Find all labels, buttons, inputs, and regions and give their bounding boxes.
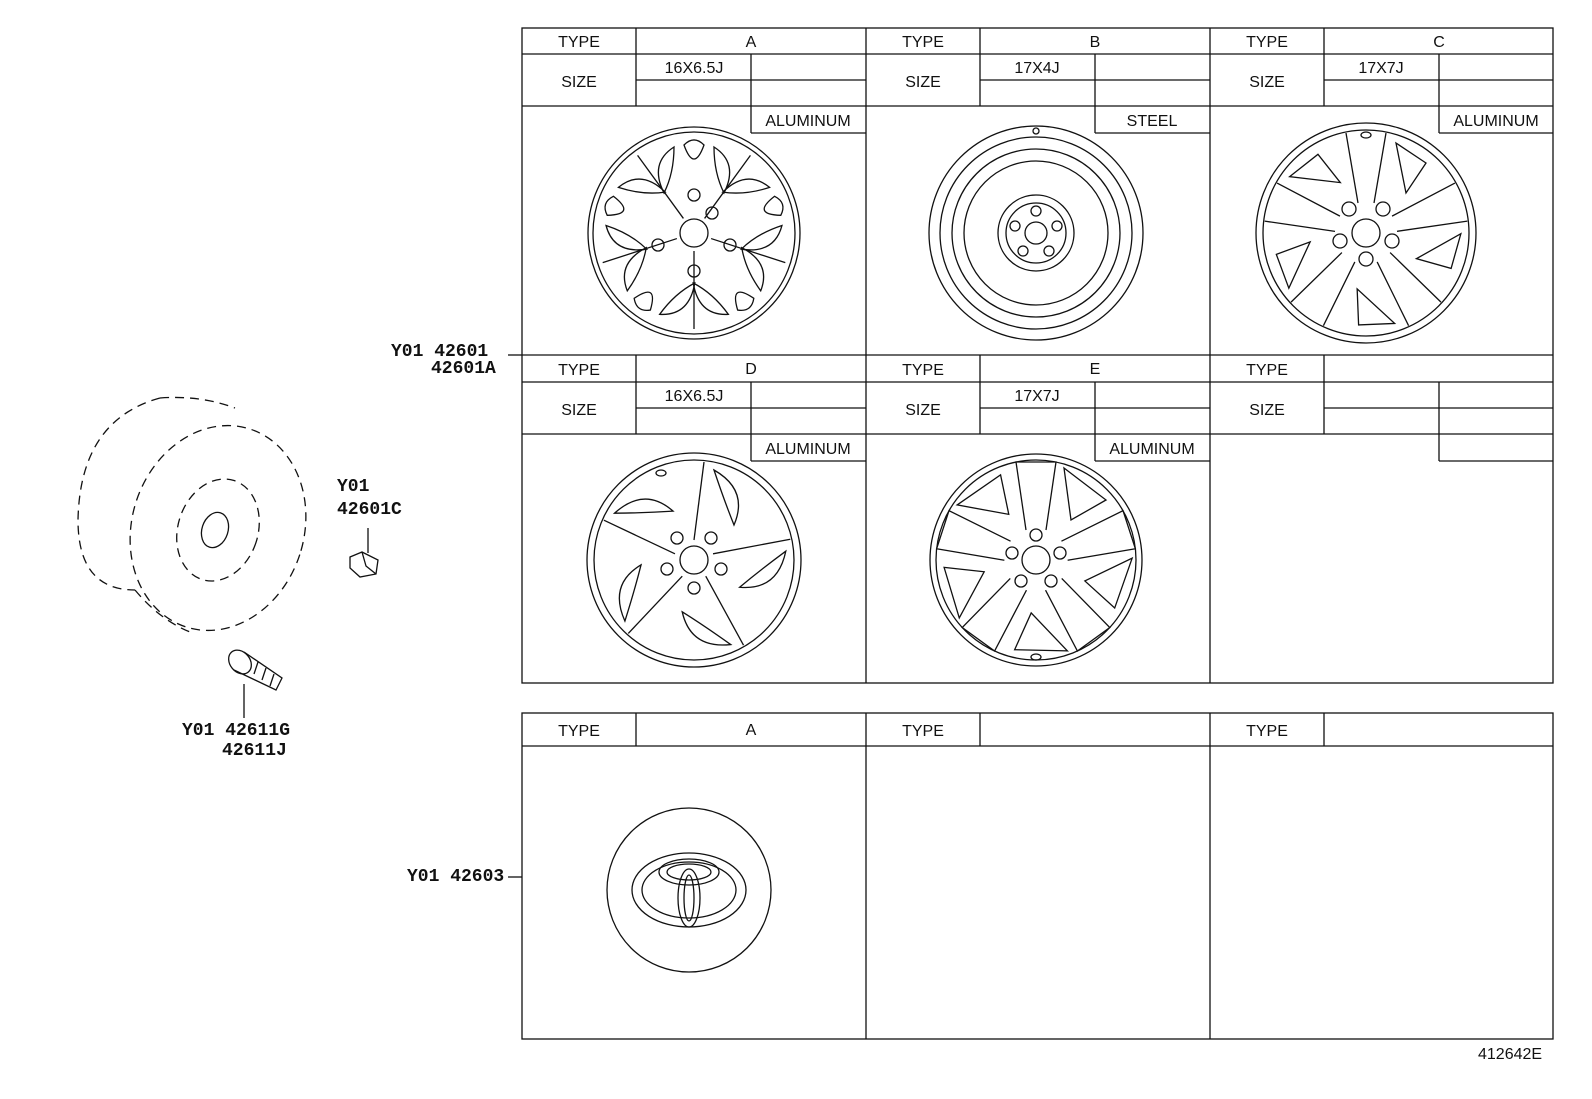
cap-c-type-label: TYPE — [1246, 723, 1288, 740]
wheel-table — [521, 27, 1554, 684]
wheel-e-type-label: TYPE — [902, 362, 944, 379]
wheel-b-drawing — [928, 125, 1144, 341]
cap-a-type-value: A — [746, 722, 757, 739]
wheel-a-drawing — [587, 126, 801, 340]
generic-wheel-hub — [200, 511, 230, 549]
wheel-part-number[interactable]: Y01 42601 — [391, 342, 489, 362]
wheel-b-material: STEEL — [1127, 113, 1178, 130]
valve-part-number[interactable]: Y01 42611G — [182, 721, 291, 741]
wheel-e-type-value: E — [1090, 361, 1101, 378]
wheel-c-size-label: SIZE — [1249, 74, 1285, 91]
wheel-c-material: ALUMINUM — [1453, 113, 1538, 130]
wheel-d-size-value: 16X6.5J — [665, 388, 724, 405]
wheel-c-size-value: 17X7J — [1358, 60, 1403, 77]
wheel-a-material: ALUMINUM — [765, 113, 850, 130]
wheel-a-type-value: A — [746, 34, 757, 51]
cap-table — [521, 712, 1554, 1040]
wheel-a-type-label: TYPE — [558, 34, 600, 51]
wheel-c-type-label: TYPE — [1246, 34, 1288, 51]
wheel-c-drawing — [1255, 122, 1477, 344]
wheel-e-material: ALUMINUM — [1109, 441, 1194, 458]
valve-stem-drawing — [228, 649, 283, 718]
wheel-e-size-value: 17X7J — [1014, 388, 1059, 405]
cap-b-type-label: TYPE — [902, 723, 944, 740]
balance-weight-part-prefix: Y01 — [337, 477, 370, 497]
wheel-b-size-label: SIZE — [905, 74, 941, 91]
wheel-b-size-value: 17X4J — [1014, 60, 1059, 77]
balance-weight-drawing — [349, 528, 379, 578]
cap-a-type-label: TYPE — [558, 723, 600, 740]
wheel-c-type-value: C — [1433, 34, 1445, 51]
wheel-a-size-value: 16X6.5J — [665, 60, 724, 77]
valve-part-number-alt[interactable]: 42611J — [222, 741, 287, 761]
balance-weight-part-number[interactable]: 42601C — [337, 500, 402, 520]
wheel-d-type-value: D — [745, 361, 757, 378]
center-cap-drawing — [606, 807, 772, 973]
wheel-part-number-alt[interactable]: 42601A — [431, 359, 496, 379]
diagram-id: 412642E — [1478, 1046, 1543, 1063]
wheel-e-size-label: SIZE — [905, 402, 941, 419]
wheel-b-type-value: B — [1090, 34, 1101, 51]
wheel-d-type-label: TYPE — [558, 362, 600, 379]
wheel-d-material: ALUMINUM — [765, 441, 850, 458]
center-cap-part-number[interactable]: Y01 42603 — [407, 867, 505, 887]
wheel-d-size-label: SIZE — [561, 402, 597, 419]
wheel-b-type-label: TYPE — [902, 34, 944, 51]
wheel-e-drawing — [929, 453, 1143, 667]
wheel-f-type-label: TYPE — [1246, 362, 1288, 379]
generic-wheel-drawing — [77, 396, 307, 633]
wheel-a-size-label: SIZE — [561, 74, 597, 91]
wheel-d-drawing — [586, 452, 802, 668]
wheel-f-size-label: SIZE — [1249, 402, 1285, 419]
